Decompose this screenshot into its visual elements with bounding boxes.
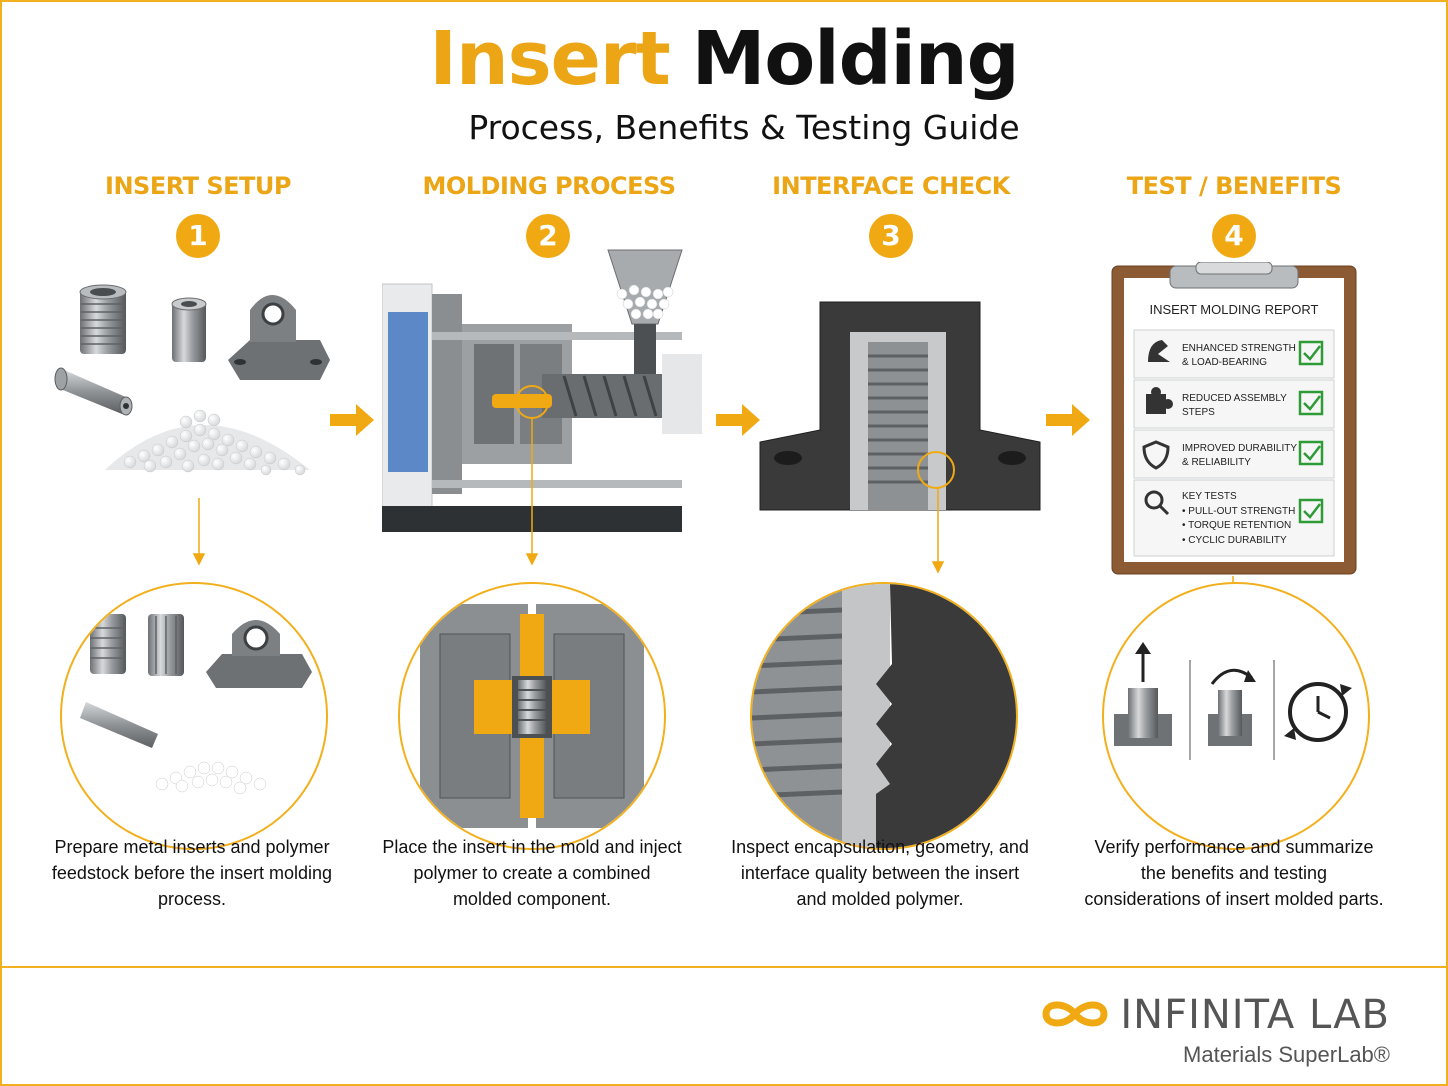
brand-name: INFINITA LAB — [1120, 992, 1390, 1038]
metal-inserts-illustration — [54, 284, 330, 476]
step-2-badge: 2 — [526, 214, 570, 258]
interface-highlight — [917, 451, 955, 489]
detail-circle-inserts — [60, 582, 328, 850]
pin-insert-icon — [54, 367, 133, 416]
torque-test-icon — [1208, 668, 1256, 746]
page-subtitle: Process, Benefits & Testing Guide — [468, 108, 1020, 147]
cyclic-test-icon — [1284, 682, 1352, 742]
step-3-caption: Inspect encapsulation, geometry, and int… — [731, 837, 1029, 909]
arrow-right-icon — [716, 404, 760, 436]
brand-logo: INFINITA LAB Materials SuperLab® — [1120, 990, 1390, 1068]
clipboard-illustration — [1111, 262, 1357, 575]
detail-circle-mold — [398, 582, 666, 850]
arrow-right-icon — [1046, 404, 1090, 436]
step-2-caption: Place the insert in the mold and inject … — [382, 837, 682, 909]
step-1-badge: 1 — [176, 214, 220, 258]
test-item: • PULL-OUT STRENGTH — [1182, 506, 1296, 517]
magnifier-icon — [1144, 490, 1170, 516]
detail-circle-tests — [1102, 582, 1370, 850]
report-row-4: KEY TESTS — [1182, 491, 1237, 502]
molten-polymer-stream — [492, 394, 552, 408]
arrow-right-icon — [330, 404, 374, 436]
test-item: • TORQUE RETENTION — [1182, 520, 1292, 531]
detail-circle-interface — [750, 582, 1018, 850]
strength-icon — [1148, 340, 1170, 362]
report-title: INSERT MOLDING REPORT — [1149, 302, 1319, 317]
injection-molding-machine-illustration — [382, 249, 702, 532]
step-3-heading: INTERFACE CHECK — [772, 172, 1010, 200]
title-main: Molding — [691, 16, 1020, 102]
connectors — [192, 404, 1240, 596]
step-4-heading: TEST / BENEFITS — [1126, 172, 1342, 200]
bracket-icon — [228, 295, 330, 380]
cross-section-illustration — [759, 301, 1041, 511]
step-1-heading: INSERT SETUP — [105, 172, 291, 200]
brand-tagline: Materials SuperLab® — [1183, 1042, 1390, 1067]
footer-divider — [2, 966, 1446, 968]
report-row-3: IMPROVED DURABILITY& RELIABILITY — [1182, 443, 1298, 468]
shield-icon — [1142, 440, 1170, 470]
report-row-1: ENHANCED STRENGTH& LOAD-BEARING — [1182, 343, 1296, 368]
threaded-insert-icon — [79, 284, 127, 354]
infinity-logo-icon — [1042, 1001, 1108, 1027]
bushing-icon — [171, 297, 207, 362]
step-4-caption: Verify performance and summarize the ben… — [1084, 837, 1384, 909]
step-4-badge: 4 — [1212, 214, 1256, 258]
step-2-heading: MOLDING PROCESS — [422, 172, 676, 200]
step-3-badge: 3 — [869, 214, 913, 258]
step-1-caption: Prepare metal inserts and polymer feedst… — [51, 837, 333, 909]
test-item: • CYCLIC DURABILITY — [1182, 535, 1287, 546]
polymer-pellets-icon — [105, 409, 310, 476]
title-accent: Insert — [429, 16, 670, 102]
puzzle-icon — [1146, 387, 1173, 414]
pull-out-test-icon — [1114, 642, 1172, 746]
